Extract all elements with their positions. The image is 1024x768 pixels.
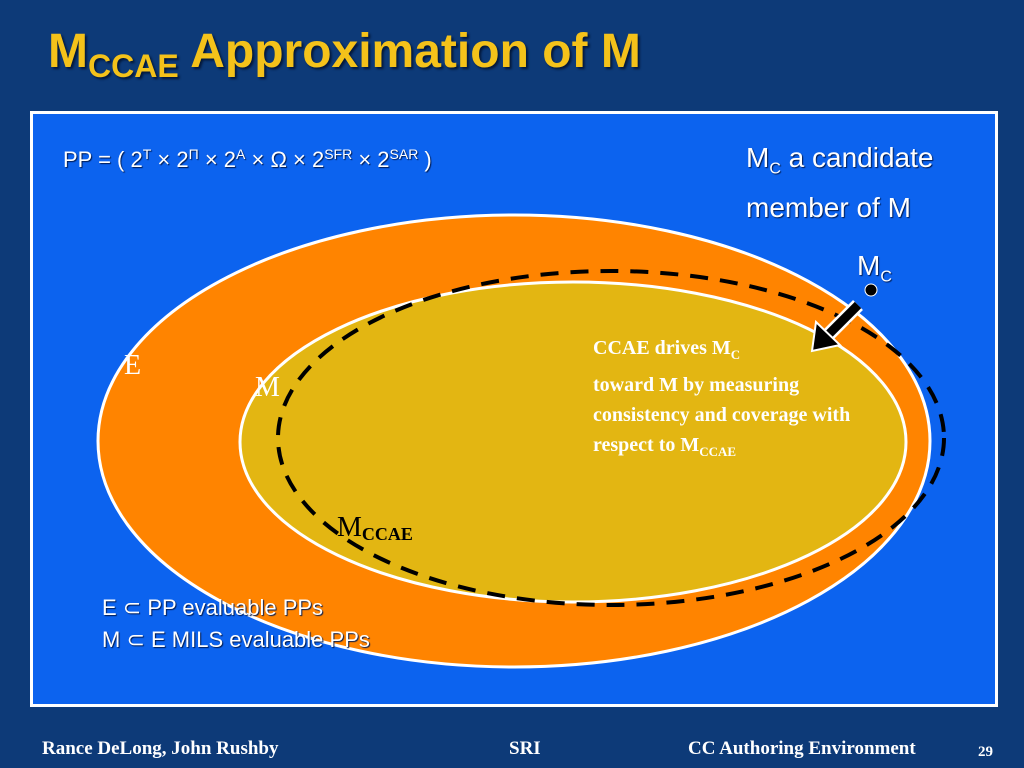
m-set-label: M [255,372,280,403]
mc-point [864,283,878,297]
subset-line-e: E ⊂ PP evaluable PPs [102,595,324,620]
page-number: 29 [978,744,993,760]
footer-org: SRI [509,738,541,759]
candidate-label: MC a candidate member of M [746,142,934,223]
pp-formula: PP = ( 2T × 2Π × 2A × Ω × 2SFR × 2SAR ) [63,146,432,172]
subset-definitions: E ⊂ PP evaluable PPs M ⊂ E MILS evaluabl… [102,592,370,656]
e-set-label: E [124,350,142,381]
title-subscript: CCAE [87,48,179,84]
title-m: M [48,25,88,78]
footer-project: CC Authoring Environment [688,738,916,759]
slide-title: MCCAE Approximation of M [48,22,641,96]
mccae-dashed-ellipse [276,269,946,607]
m-set-ellipse [238,280,908,604]
title-rest: Approximation of M [178,25,641,78]
arrow-icon [810,300,863,353]
mc-point-label: MC [857,250,892,286]
subset-line-m: M ⊂ E MILS evaluable PPs [102,627,370,652]
omega-symbol: Ω [270,147,287,172]
footer-authors: Rance DeLong, John Rushby [42,738,279,759]
mccae-label: MCCAE [337,512,413,544]
